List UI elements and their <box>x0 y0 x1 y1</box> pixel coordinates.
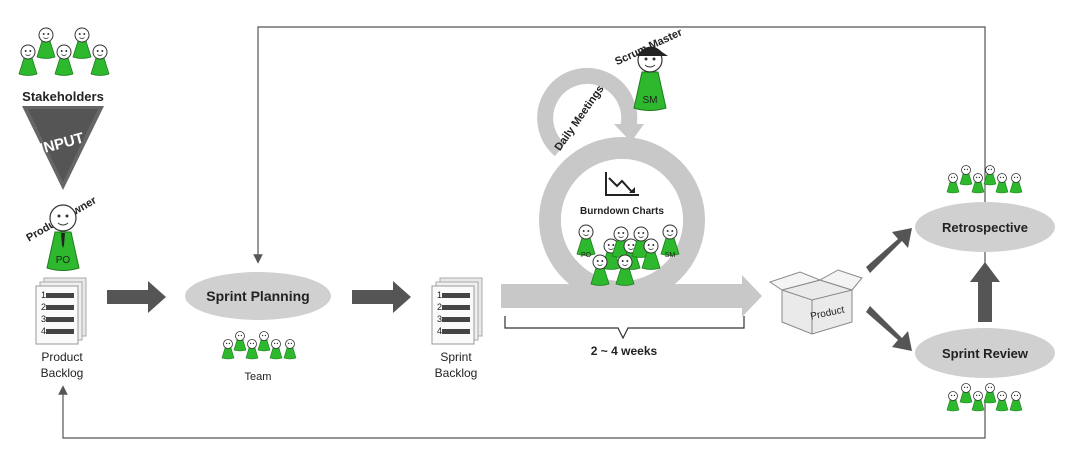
retrospective-oval <box>915 202 1055 252</box>
daily-meetings-arrow <box>537 68 644 157</box>
burndown-chart-icon <box>605 172 639 196</box>
sprint-num-1: 1 <box>437 290 442 300</box>
arrow-to-planning <box>107 281 166 313</box>
product-owner-figure <box>46 204 80 271</box>
cap-icon <box>638 46 668 56</box>
ring-sm-badge: SM <box>665 252 676 259</box>
backlog-num-4: 4 <box>41 326 46 336</box>
scrum-master-figure <box>633 46 668 111</box>
sprint-num-3: 3 <box>437 314 442 324</box>
backlog-num-2: 2 <box>41 302 46 312</box>
sm-badge: SM <box>643 95 658 106</box>
backlog-num-1: 1 <box>41 290 46 300</box>
sprint-planning-label: Sprint Planning <box>206 288 309 304</box>
sprint-flow-arrow <box>501 275 762 317</box>
team-figures <box>221 331 297 360</box>
sprint-review-label: Sprint Review <box>942 346 1029 361</box>
input-funnel-icon <box>22 106 104 190</box>
product-box-icon <box>768 269 863 335</box>
burndown-charts-label: Burndown Charts <box>580 206 664 217</box>
arrow-review-to-retro <box>970 262 1000 322</box>
po-badge: PO <box>56 255 71 266</box>
feedback-loop-top <box>253 26 986 322</box>
sprint-backlog-label-2: Backlog <box>435 366 478 380</box>
duration-label: 2 ~ 4 weeks <box>591 344 658 358</box>
sprint-backlog-label-1: Sprint <box>440 350 472 364</box>
sprint-num-4: 4 <box>437 326 442 336</box>
product-backlog-label-2: Backlog <box>41 366 84 380</box>
product-backlog-icon <box>35 277 87 345</box>
duration-bracket <box>504 316 745 340</box>
sprint-review-oval <box>915 328 1055 378</box>
arrow-to-retrospective <box>866 228 912 273</box>
team-label: Team <box>245 371 272 383</box>
ring-po-badge: PO <box>581 252 592 259</box>
product-backlog-label-1: Product <box>41 350 83 364</box>
feedback-loop-bottom <box>58 385 986 439</box>
arrow-to-sprint-backlog <box>352 281 411 313</box>
retrospective-label: Retrospective <box>942 220 1028 235</box>
sprint-planning-oval <box>185 272 331 320</box>
sprint-backlog-icon <box>431 277 483 345</box>
stakeholders-label: Stakeholders <box>22 89 104 104</box>
tie-icon <box>61 233 65 248</box>
sprint-num-2: 2 <box>437 302 442 312</box>
arrow-to-sprint-review <box>866 306 912 351</box>
stakeholders-group <box>18 27 110 76</box>
backlog-num-3: 3 <box>41 314 46 324</box>
